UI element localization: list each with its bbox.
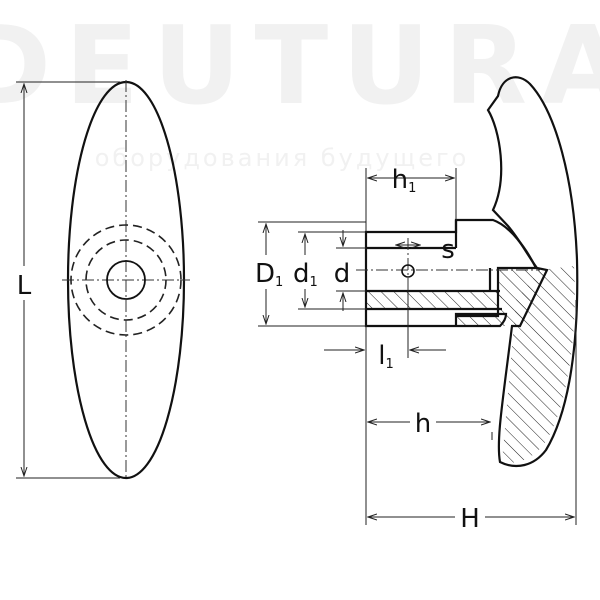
section-hatch-boss — [456, 270, 546, 326]
section-hatch-bushing — [366, 291, 502, 309]
label-l1-sub: 1 — [385, 357, 393, 372]
watermark-tagline: оборудования будущего — [95, 144, 470, 172]
label-d1-main: d — [293, 259, 310, 289]
front-view: L — [11, 80, 190, 480]
svg-text:h1: h1 — [392, 165, 417, 196]
cross-hole: s — [396, 235, 455, 290]
hidden-boss-outer — [70, 224, 182, 336]
label-l1-main: l — [378, 341, 385, 371]
svg-text:D1: D1 — [255, 259, 283, 290]
watermark-brand: DEUTURA — [0, 4, 600, 129]
handle-outline-side — [486, 76, 579, 468]
label-h1-main: h — [392, 165, 408, 195]
dimension-H: H — [368, 300, 577, 534]
dimension-diameters: D1 d1 d — [251, 221, 366, 327]
svg-text:l1: l1 — [378, 341, 394, 372]
label-H: H — [460, 504, 480, 534]
bore-hole — [106, 260, 146, 300]
watermark: DEUTURA оборудования будущего — [0, 4, 600, 172]
label-L: L — [17, 271, 32, 301]
label-h1-sub: 1 — [408, 181, 416, 196]
svg-text:d1: d1 — [293, 259, 318, 290]
hidden-boss-inner — [85, 239, 167, 321]
label-s: s — [441, 235, 455, 265]
dimension-h1: h1 — [365, 165, 457, 232]
side-section-view: s h1 D1 — [251, 76, 579, 534]
hub-outline — [364, 218, 538, 328]
label-h: h — [415, 409, 431, 439]
label-d1-sub: 1 — [310, 275, 318, 290]
label-d: d — [334, 259, 351, 289]
label-D1-sub: 1 — [275, 275, 283, 290]
dimension-L: L — [11, 81, 120, 479]
dimension-h: h — [365, 326, 493, 525]
label-D1-main: D — [255, 259, 275, 289]
